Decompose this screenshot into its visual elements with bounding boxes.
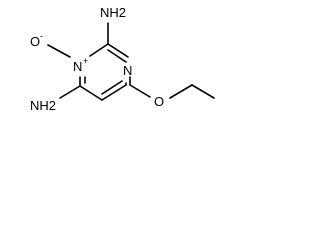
- ether-oxygen-label: O: [154, 94, 164, 109]
- bond-o-ch2: [169, 84, 193, 99]
- bond-n1-oxide: [47, 44, 71, 58]
- molecule-structure: NH2 O - N + N NH2 O: [30, 5, 215, 113]
- bond-c4-c5-inner: [101, 80, 123, 95]
- bond-c6-amine: [59, 85, 81, 99]
- bond-c4-ether-o: [129, 84, 151, 98]
- n-oxide-nitrogen-label: N: [73, 59, 82, 74]
- amine-bottom-label: NH2: [30, 98, 56, 113]
- structure-canvas: NH2 O - N + N NH2 O: [0, 0, 234, 140]
- amine-top-label: NH2: [100, 5, 126, 20]
- n-oxide-oxygen-charge: -: [40, 31, 43, 41]
- bond-ch2-ch3: [191, 84, 215, 99]
- bond-c2-n3: [107, 49, 127, 63]
- bond-n1-c2: [89, 43, 109, 57]
- n-oxide-oxygen-label: O: [30, 34, 40, 49]
- bond-c2-n3-inner: [107, 43, 129, 58]
- bond-c5-c6: [79, 85, 103, 101]
- ring-nitrogen-label: N: [123, 63, 132, 78]
- n-oxide-nitrogen-charge: +: [83, 56, 88, 66]
- bond-c4-c5: [101, 84, 127, 101]
